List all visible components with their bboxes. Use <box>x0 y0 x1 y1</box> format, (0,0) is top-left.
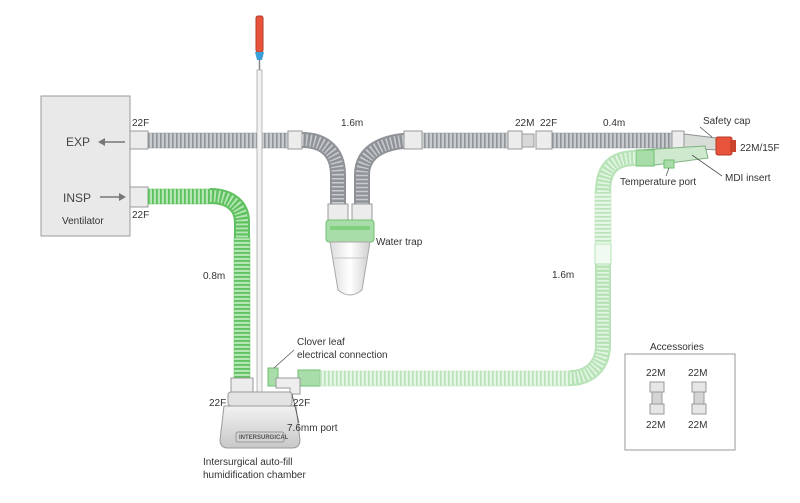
insp-label: INSP <box>63 191 91 205</box>
water-trap: Water trap <box>325 219 423 296</box>
trap-right-cuff <box>351 203 373 221</box>
accessories-panel: Accessories 22M 22M 22M 22M <box>624 342 736 451</box>
accessory-right-top: 22M <box>688 368 707 379</box>
accessory-connector-right-icon <box>691 381 707 415</box>
insp-cuff-connector <box>129 186 149 208</box>
exp-mid-cuff <box>403 130 423 150</box>
clover-leaf-connector-icon <box>267 367 279 387</box>
temperature-port-icon <box>663 159 675 169</box>
accessory-left-bottom: 22M <box>646 420 665 431</box>
short-limb-length: 0.4m <box>603 118 625 129</box>
water-trap-label: Water trap <box>376 237 423 248</box>
accessory-right-bottom: 22M <box>688 420 707 431</box>
ventilator-name: Ventilator <box>62 216 104 227</box>
chamber-lid <box>227 391 293 407</box>
temperature-port-label: Temperature port <box>620 177 696 188</box>
clover-leaf-label: Clover leaf <box>297 337 345 348</box>
exp-bend-right <box>354 132 421 206</box>
chamber-caption-1: Intersurgical auto-fill <box>203 457 292 468</box>
expiratory-limb <box>129 130 685 221</box>
exp-limb-length: 1.6m <box>341 118 363 129</box>
exp-cuff-connector <box>129 130 149 150</box>
spike-icon <box>255 15 264 53</box>
accessory-left-top: 22M <box>646 368 665 379</box>
insp-wet-length: 1.6m <box>552 270 574 281</box>
ventilator: EXP INSP Ventilator <box>40 95 131 237</box>
insp-port-size: 22F <box>132 210 149 221</box>
spike-filter-icon <box>255 52 264 60</box>
exp-22m-label: 22M <box>515 118 534 129</box>
y-piece-green-cuff <box>635 149 655 167</box>
exp-arrow-icon <box>98 138 125 146</box>
chamber-brand-text: INTERSURGICAL <box>239 435 289 441</box>
insp-dry-length: 0.8m <box>203 271 225 282</box>
port-callout <box>291 393 300 424</box>
exp-22f-connector <box>535 130 553 150</box>
exp-tube-segment-2 <box>421 132 509 149</box>
inspiratory-wet-limb <box>297 150 637 387</box>
water-trap-cup <box>329 241 371 296</box>
trap-left-cuff <box>327 203 349 221</box>
exp-tube-cuff <box>287 130 303 150</box>
y-piece-size-label: 22M/15F <box>740 143 779 154</box>
chamber-inlet-connector <box>230 377 254 393</box>
accessories-box <box>624 353 736 451</box>
exp-label: EXP <box>66 135 90 149</box>
exp-port-size: 22F <box>132 118 149 129</box>
short-limb-tube <box>551 132 673 149</box>
exp-22f-label: 22F <box>540 118 557 129</box>
chamber-out-size: 22F <box>293 398 310 409</box>
exp-bend-left <box>301 132 346 206</box>
ventilator-body <box>40 95 131 237</box>
clover-leaf-callout <box>273 349 295 369</box>
port-76-label: 7.6mm port <box>287 423 338 434</box>
electrical-connection-label: electrical connection <box>297 350 388 361</box>
insp-wet-tube-horizontal <box>319 370 571 387</box>
exp-22m-connector <box>521 133 535 148</box>
chamber-in-size: 22F <box>209 398 226 409</box>
chamber-caption-2: humidification chamber <box>203 470 306 481</box>
water-feed-line <box>255 15 264 401</box>
water-trap-collar <box>325 219 375 243</box>
insp-dry-tube <box>233 237 251 379</box>
exp-tube-segment <box>147 132 289 149</box>
inspiratory-dry-limb <box>129 186 254 393</box>
y-piece-assembly: Safety cap 22M/15F Temperature port MDI … <box>620 116 779 188</box>
insp-arrow-icon <box>100 193 126 201</box>
safety-cap-label: Safety cap <box>703 116 751 127</box>
safety-cap-icon <box>715 136 733 156</box>
accessory-connector-left-icon <box>649 381 665 415</box>
humidification-chamber: INTERSURGICAL <box>219 367 301 449</box>
mdi-insert-label: MDI insert <box>725 173 771 184</box>
accessories-title: Accessories <box>650 342 704 353</box>
feed-tube <box>256 69 263 401</box>
